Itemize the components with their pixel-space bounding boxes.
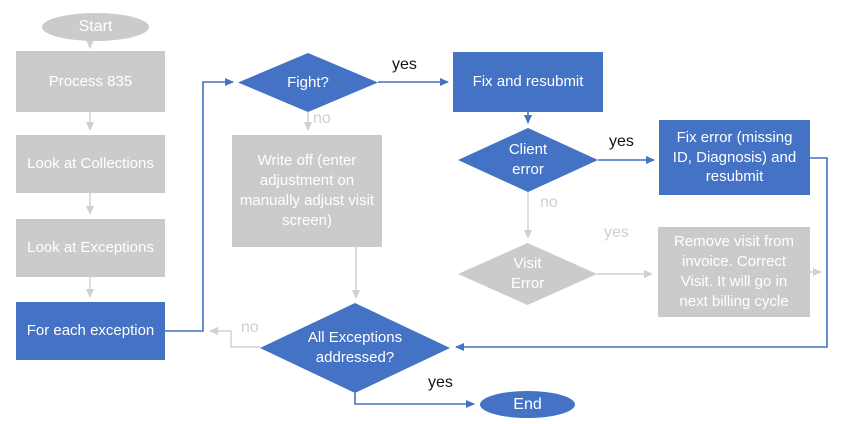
for-each-exception-node: For each exception xyxy=(16,302,165,360)
fight-yes-label: yes xyxy=(392,56,417,73)
end-label: End xyxy=(513,395,542,413)
client-error-label: Client error xyxy=(508,141,548,178)
visit-error-yes-label: yes xyxy=(604,224,629,241)
all-exceptions-label: All Exceptions addressed? xyxy=(307,329,403,366)
all-exceptions-yes-label: yes xyxy=(428,374,453,391)
start-node: Start xyxy=(42,13,149,41)
write-off-node: Write off (enter adjustment on manually … xyxy=(232,135,382,247)
edge-foreach-to-fight xyxy=(165,78,234,332)
remove-visit-label: Remove visit from invoice. Correct Visit… xyxy=(673,233,795,310)
fight-no-label: no xyxy=(313,110,331,127)
edge-allexceptions-yes-to-end xyxy=(354,393,475,408)
fight-label: Fight? xyxy=(287,73,329,91)
look-at-collections-label: Look at Collections xyxy=(27,155,154,173)
process-835-node: Process 835 xyxy=(16,51,165,112)
look-at-collections-node: Look at Collections xyxy=(16,135,165,193)
fix-error-node: Fix error (missing ID, Diagnosis) and re… xyxy=(659,120,810,195)
look-at-exceptions-label: Look at Exceptions xyxy=(27,239,154,257)
client-error-yes-label: yes xyxy=(609,133,634,150)
visit-error-label: Visit Error xyxy=(510,255,545,292)
for-each-exception-label: For each exception xyxy=(26,322,155,340)
fix-and-resubmit-node: Fix and resubmit xyxy=(453,52,603,112)
end-node: End xyxy=(480,391,575,418)
process-835-label: Process 835 xyxy=(48,72,133,90)
edge-fixerror-to-allexceptions xyxy=(455,157,828,351)
write-off-label: Write off (enter adjustment on manually … xyxy=(239,152,375,229)
edge-allexceptions-no-return xyxy=(209,327,260,348)
start-label: Start xyxy=(78,18,113,36)
fix-and-resubmit-label: Fix and resubmit xyxy=(472,73,584,91)
fix-error-label: Fix error (missing ID, Diagnosis) and re… xyxy=(672,128,797,186)
client-error-no-label: no xyxy=(540,194,558,211)
all-exceptions-no-label: no xyxy=(241,319,259,336)
remove-visit-node: Remove visit from invoice. Correct Visit… xyxy=(658,227,810,317)
look-at-exceptions-node: Look at Exceptions xyxy=(16,219,165,277)
